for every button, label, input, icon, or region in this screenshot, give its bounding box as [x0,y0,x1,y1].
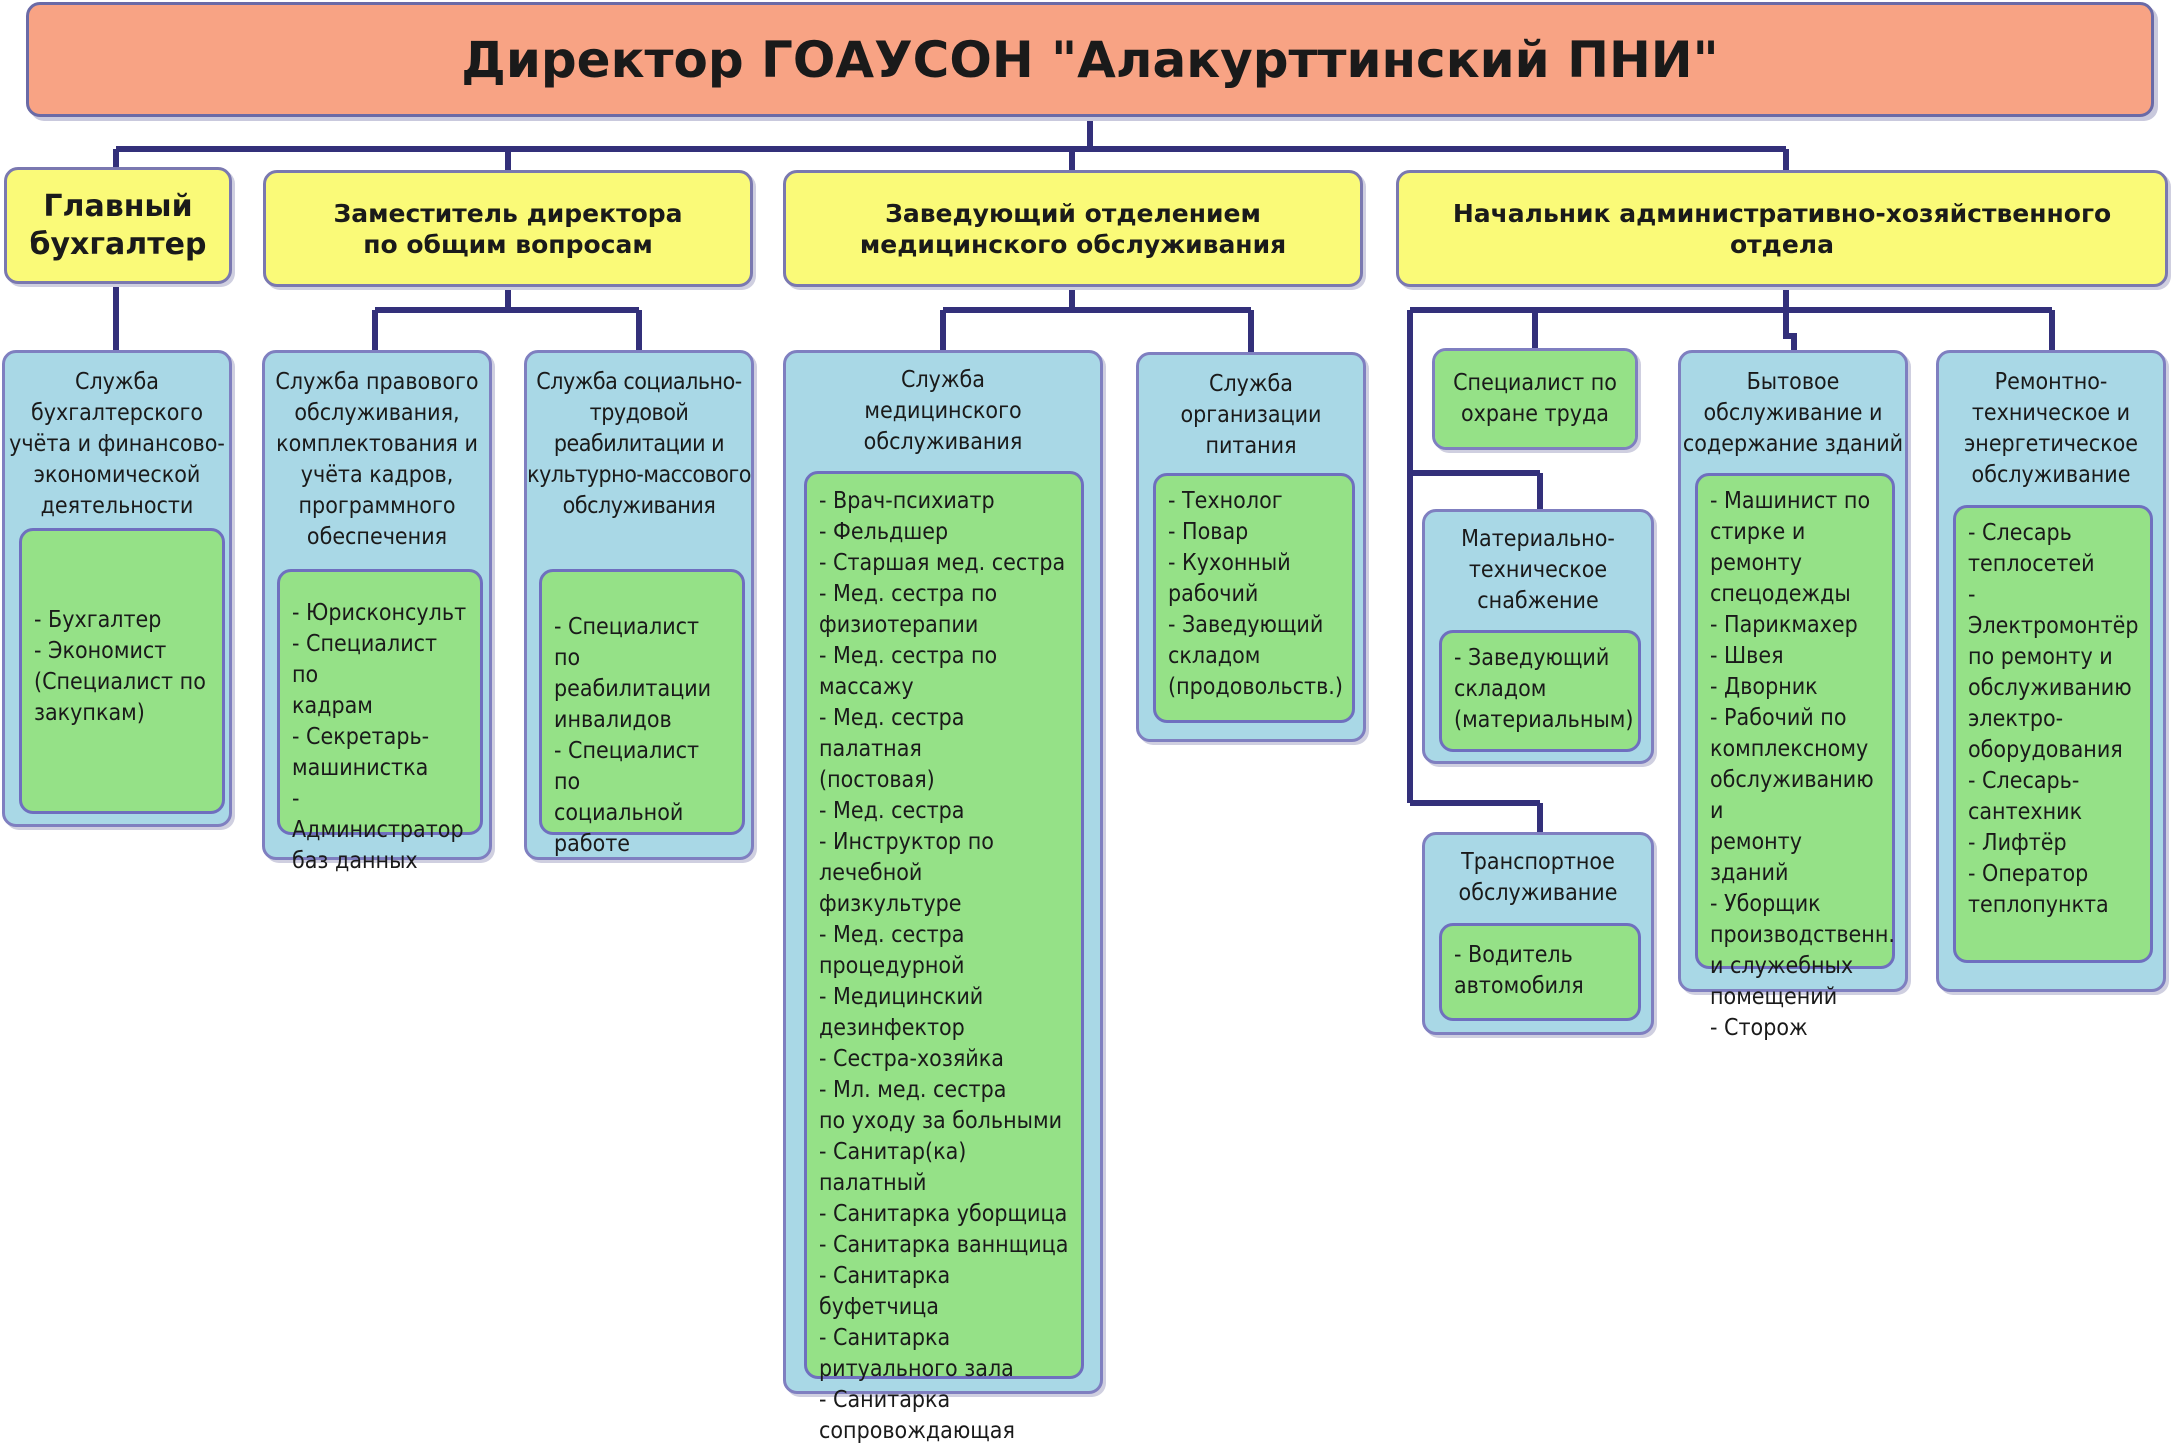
list-item: - Санитарка ритуального зала [819,1325,1014,1382]
connector [1783,310,1797,350]
transport-service-title: Транспортное обслуживание [1458,849,1618,906]
list-item: - Специалист по социальной работе [554,738,700,857]
list-item: - Юрисконсульт [292,600,467,626]
list-item: - Бухгалтер [34,607,162,633]
legal-service-box: Служба правового обслуживания, комплекто… [262,350,492,874]
admin-head-title: Начальник административно-хозяйственного… [1452,198,2112,259]
list-item: - Старшая мед. сестра [819,550,1066,576]
supply-service-title: Материально- техническое снабжение [1461,526,1615,614]
list-item: - Заведующий складом (материальным) [1454,645,1634,733]
list-item: - Мед. сестра процедурной [819,922,965,979]
legal-staff-list: - Юрисконсульт - Специалист по кадрам - … [277,569,483,874]
list-item: - Экономист (Специалист по закупкам) [34,638,206,726]
medical-head-box: Заведующий отделением медицинского обслу… [783,170,1363,287]
repair-service-title: Ремонтно- техническое и энергетическое о… [1963,369,2139,488]
household-service-title: Бытовое обслуживание и содержание зданий [1682,369,1904,457]
household-staff-list: - Машинист по стирке и ремонту спецодежд… [1695,473,1895,1041]
list-item: - Электромонтёр по ремонту и обслуживани… [1968,582,2139,763]
list-item: - Водитель автомобиля [1454,942,1584,999]
medical-service-title: Служба медицинского обслуживания [863,367,1023,455]
supply-staff-list: - Заведующий складом (материальным) [1439,630,1641,752]
connector-lines [113,118,2055,832]
chief-accountant-title: Главный бухгалтер [29,188,207,262]
medical-staff-list: - Врач-психиатр - Фельдшер - Старшая мед… [804,471,1084,1444]
catering-service-title: Служба организации питания [1180,371,1322,459]
legal-service-title: Служба правового обслуживания, комплекто… [275,369,479,550]
list-item: - Фельдшер [819,519,949,545]
accounting-staff-list: - Бухгалтер - Экономист (Специалист по з… [19,528,225,814]
list-item: - Кухонный рабочий [1168,550,1291,607]
list-item: - Мл. мед. сестра по уходу за больными [819,1077,1063,1134]
social-service-title: Служба социально- трудовой реабилитации … [527,369,751,519]
chief-accountant-box: Главный бухгалтер [4,167,232,284]
transport-staff-list: - Водитель автомобиля [1439,923,1641,1021]
deputy-director-title: Заместитель директора по общим вопросам [333,198,683,259]
list-item: - Санитарка ваннщица [819,1232,1069,1258]
medical-service-box: Служба медицинского обслуживания - Врач-… [783,350,1103,1444]
list-item: - Оператор теплопункта [1968,861,2109,918]
labor-safety-box: Специалист по охране труда [1432,348,1638,450]
labor-safety-title: Специалист по охране труда [1453,370,1617,427]
list-item: - Уборщик производственн. и служебных по… [1710,891,1895,1010]
list-item: - Инструктор по лечебной физкультуре [819,829,994,917]
list-item: - Рабочий по комплексному обслуживанию и… [1710,705,1874,886]
list-item: - Специалист по реабилитации инвалидов [554,614,712,733]
director-title: Директор ГОАУСОН "Алакурттинский ПНИ" [461,30,1719,89]
medical-head-title: Заведующий отделением медицинского обслу… [859,198,1287,259]
list-item: - Санитарка буфетчица [819,1263,951,1320]
repair-staff-list: - Слесарь теплосетей - Электромонтёр по … [1953,505,2153,963]
supply-service-box: Материально- техническое снабжение - Зав… [1422,509,1654,764]
list-item: - Сестра-хозяйка [819,1046,1004,1072]
list-item: - Медицинский дезинфектор [819,984,984,1041]
director-box: Директор ГОАУСОН "Алакурттинский ПНИ" [26,2,2154,117]
list-item: - Технолог [1168,488,1283,514]
repair-service-box: Ремонтно- техническое и энергетическое о… [1936,350,2166,992]
list-item: - Парикмахер [1710,612,1858,638]
list-item: - Мед. сестра палатная (постовая) [819,705,965,793]
list-item: - Заведующий складом (продовольств.) [1168,612,1343,700]
list-item: - Мед. сестра по массажу [819,643,998,700]
social-staff-list: - Специалист по реабилитации инвалидов -… [539,569,745,857]
list-item: - Врач-психиатр [819,488,995,514]
deputy-director-box: Заместитель директора по общим вопросам [263,170,753,287]
list-item: - Санитарка сопровождающая [819,1387,1015,1444]
transport-service-box: Транспортное обслуживание - Водитель авт… [1422,832,1654,1035]
list-item: - Машинист по стирке и ремонту спецодежд… [1710,488,1871,607]
list-item: - Сторож [1710,1015,1808,1041]
list-item: - Повар [1168,519,1249,545]
list-item: - Мед. сестра по физиотерапии [819,581,998,638]
list-item: - Швея [1710,643,1784,669]
catering-service-box: Служба организации питания - Технолог - … [1136,352,1366,742]
list-item: - Санитарка уборщица [819,1201,1068,1227]
list-item: - Санитар(ка) палатный [819,1139,967,1196]
list-item: - Дворник [1710,674,1818,700]
household-service-box: Бытовое обслуживание и содержание зданий… [1678,350,1908,1041]
list-item: - Слесарь- сантехник [1968,768,2083,825]
accounting-service-box: Служба бухгалтерского учёта и финансово-… [2,350,232,827]
list-item: - Мед. сестра [819,798,965,824]
social-service-box: Служба социально- трудовой реабилитации … [524,350,754,860]
labor-safety-inner: Специалист по охране труда [1435,351,1635,447]
list-item: - Слесарь теплосетей [1968,520,2095,577]
list-item: - Секретарь- машинистка [292,724,430,781]
list-item: - Администратор баз данных [292,786,464,874]
catering-staff-list: - Технолог - Повар - Кухонный рабочий - … [1153,473,1355,723]
accounting-service-title: Служба бухгалтерского учёта и финансово-… [9,369,225,519]
list-item: - Специалист по кадрам [292,631,438,719]
list-item: - Лифтёр [1968,830,2067,856]
admin-head-box: Начальник административно-хозяйственного… [1396,170,2168,287]
